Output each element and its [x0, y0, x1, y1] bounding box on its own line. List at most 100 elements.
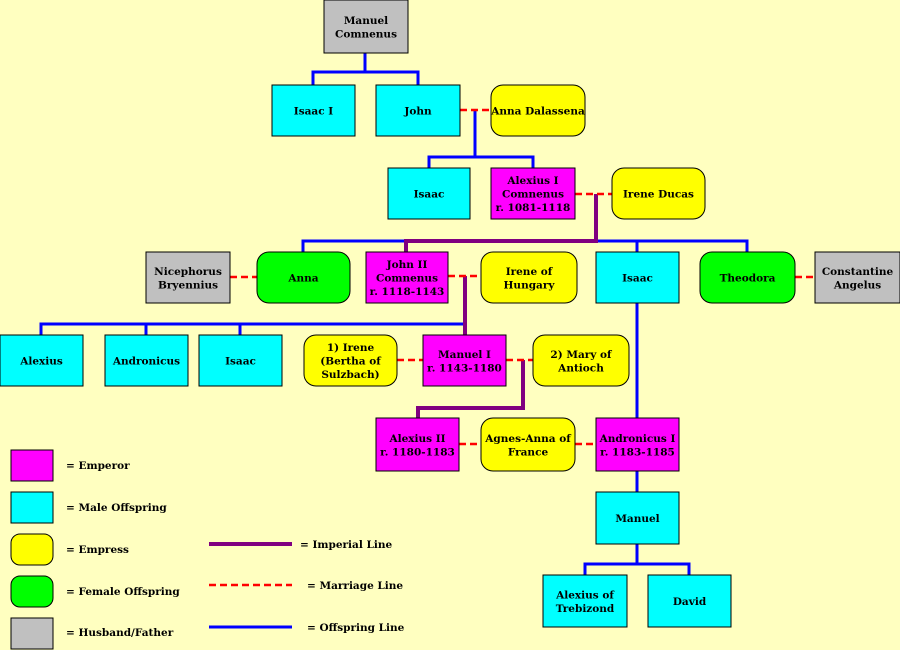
offspring-line [365, 70, 420, 85]
person-node-alexius: Alexius [0, 334, 84, 387]
person-name-line: Sulzbach) [321, 369, 379, 381]
person-box [271, 84, 356, 137]
person-name-line: Trebizond [556, 603, 615, 615]
legend-male-label: = Male Offspring [66, 502, 167, 514]
person-box [490, 167, 576, 220]
person-node-irene-ducas: Irene Ducas [611, 167, 706, 220]
person-name-line: Alexius II [388, 433, 445, 445]
person-name-line: (Bertha of [320, 356, 382, 368]
person-box [480, 417, 576, 472]
person-box [323, 0, 409, 54]
person-name-line: Isaac [414, 189, 445, 201]
person-box [480, 251, 578, 304]
person-name-line: Manuel [344, 15, 388, 27]
person-name-line: John II [386, 259, 428, 271]
legend-offspring-label: = Offspring Line [307, 622, 405, 634]
person-box [699, 251, 796, 304]
person-name-line: Hungary [504, 279, 556, 291]
person-box [145, 251, 231, 304]
person-node-manuel-i: Manuel Ir. 1143-1180 [422, 334, 507, 387]
offspring-line [583, 544, 639, 575]
offspring-line [39, 322, 465, 335]
person-box [256, 251, 351, 304]
person-box [375, 84, 461, 137]
person-box [303, 334, 398, 387]
person-name-line: Andronicus I [599, 433, 676, 445]
person-box [387, 167, 471, 220]
legend-husband-label: = Husband/Father [66, 627, 174, 639]
person-name-line: Comnenus [335, 28, 397, 40]
offspring-line [427, 110, 477, 168]
legend-female-swatch [10, 575, 54, 608]
person-node-alexius-ii: Alexius IIr. 1180-1183 [375, 417, 460, 472]
person-name-line: Isaac [225, 356, 256, 368]
person-name-line: Theodora [720, 273, 776, 285]
person-box [595, 491, 680, 545]
person-node-john: John [375, 84, 461, 137]
person-box [542, 574, 628, 628]
person-box [0, 334, 84, 387]
person-name-line: Alexius I [506, 175, 558, 187]
offspring-line [637, 562, 691, 575]
person-name-line: Comnenus [502, 189, 564, 201]
person-box [422, 334, 507, 387]
person-name-line: Angelus [833, 279, 881, 291]
person-name-line: Andronicus [112, 356, 180, 368]
person-name-line: Bryennius [158, 279, 218, 291]
person-node-isaac-i: Isaac I [271, 84, 356, 137]
person-name-line: Nicephorus [154, 266, 222, 278]
person-name-line: France [508, 446, 549, 458]
person-name-line: r. 1081-1118 [496, 202, 571, 214]
legend-emperor-label: = Emperor [66, 460, 130, 472]
person-node-isaac-c: Isaac [198, 334, 283, 387]
person-name-line: Comnenus [376, 273, 438, 285]
person-box [104, 334, 189, 387]
person-node-anna-dalassena: Anna Dalassena [490, 84, 586, 137]
person-name-line: David [673, 596, 707, 608]
legend-empress-label: = Empress [66, 544, 129, 556]
legend-marriage-label: = Marriage Line [307, 580, 403, 592]
offspring-line [311, 53, 367, 85]
person-name-line: Constantine [822, 266, 894, 278]
person-box [490, 84, 586, 137]
person-name-line: 1) Irene [327, 342, 375, 354]
person-name-line: r. 1143-1180 [427, 362, 502, 374]
legend-male-swatch [10, 491, 54, 524]
person-name-line: 2) Mary of [550, 349, 613, 361]
person-box [365, 251, 449, 304]
legend-female-label: = Female Offspring [66, 586, 180, 598]
person-node-alexius-trebizond: Alexius of Trebizond [542, 574, 628, 628]
person-name-line: r. 1183-1185 [600, 446, 675, 458]
person-node-manuel: Manuel [595, 491, 680, 545]
legend-imperial-label: = Imperial Line [300, 539, 392, 551]
imperial-line [416, 360, 525, 418]
person-box [814, 251, 900, 304]
person-node-david: David [647, 574, 732, 628]
person-node-isaac-b: Isaac [595, 251, 680, 304]
person-name-line: Antioch [557, 362, 604, 374]
person-box [198, 334, 283, 387]
person-name-line: Isaac I [294, 106, 333, 118]
person-name-line: Isaac [622, 273, 653, 285]
person-name-line: Irene Ducas [623, 189, 694, 201]
person-name-line: Anna [287, 273, 318, 285]
person-name-line: Agnes-Anna of [484, 433, 572, 445]
legend-emperor-swatch [10, 449, 54, 482]
legend-husband-swatch [10, 617, 54, 650]
legend: = Emperor = Male Offspring = Empress = F… [10, 449, 405, 650]
person-box [595, 417, 680, 472]
person-node-anna: Anna [256, 251, 351, 304]
legend-empress-swatch [10, 533, 54, 566]
person-name-line: Alexius of [555, 589, 615, 601]
person-box [611, 167, 706, 220]
person-name-line: r. 1180-1183 [380, 446, 455, 458]
person-name-line: Manuel I [438, 349, 491, 361]
